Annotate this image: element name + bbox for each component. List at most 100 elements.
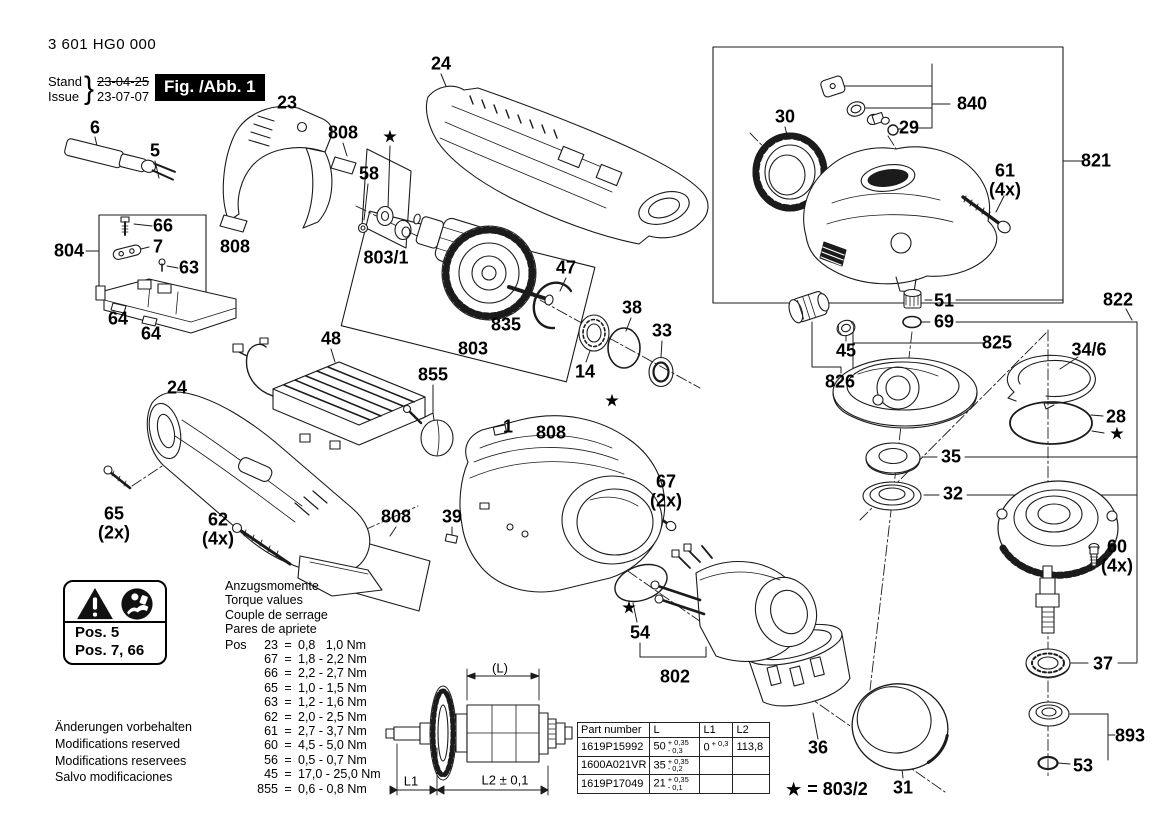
warning-positions: Pos. 5 Pos. 7, 66 bbox=[65, 621, 165, 660]
part-callout-48: 48 bbox=[320, 328, 342, 349]
ring-28 bbox=[1009, 401, 1093, 445]
part-callout-39: 39 bbox=[441, 506, 463, 527]
dim-l-cell: 50+ 0,35- 0,3 bbox=[649, 737, 701, 757]
torque-title-es: Pares de apriete bbox=[225, 622, 317, 637]
torque-title-fr: Couple de serrage bbox=[225, 607, 328, 622]
o-ring-38 bbox=[607, 327, 641, 369]
part-callout-821: 821 bbox=[1080, 150, 1112, 171]
revision-note: Modifications reservees bbox=[55, 753, 187, 768]
part-callout-808-d: 808 bbox=[380, 506, 412, 527]
model-number: 3 601 HG0 000 bbox=[48, 36, 157, 53]
part-callout-34-6: 34/6 bbox=[1071, 339, 1107, 360]
part-callout-893: 893 bbox=[1114, 725, 1146, 746]
part-callout-803: 803 bbox=[457, 338, 489, 359]
sleeve-51 bbox=[903, 288, 922, 309]
gear-30-drawing bbox=[752, 132, 828, 212]
top-housing-drawing bbox=[425, 85, 709, 245]
part-callout-808-c: 808 bbox=[535, 422, 567, 443]
part-callout-64-a: 64 bbox=[107, 308, 129, 329]
ring-33 bbox=[648, 356, 674, 388]
part-callout-835: 835 bbox=[490, 314, 522, 335]
screw-61 bbox=[961, 195, 1011, 234]
part-callout-840: 840 bbox=[956, 93, 988, 114]
armature-dimension-drawing bbox=[385, 668, 573, 796]
part-number-cell: 1619P17049 bbox=[576, 774, 651, 794]
plug-45-group bbox=[788, 291, 856, 337]
part-callout-60: 60 (4x) bbox=[1100, 536, 1134, 575]
bearing-14 bbox=[578, 314, 610, 352]
torque-title-en: Torque values bbox=[225, 593, 303, 608]
part-callout-7: 7 bbox=[152, 236, 164, 257]
torque-row-45: 45=17,0 - 25,0 Nm bbox=[264, 767, 381, 782]
torque-row-66: 66=2,2 - 2,7 Nm bbox=[264, 666, 367, 681]
part-callout-29: 29 bbox=[898, 117, 920, 138]
dimension-lines bbox=[389, 668, 549, 796]
dim-l2-cell: 113,8 bbox=[732, 737, 771, 757]
wave-washer-69 bbox=[902, 315, 922, 329]
part-callout-58: 58 bbox=[358, 163, 380, 184]
part-callout-star-a: ★ bbox=[383, 128, 397, 146]
spindle-drawing bbox=[1035, 565, 1060, 634]
part-callout-23: 23 bbox=[276, 92, 298, 113]
part-callout-dim-l: (L) bbox=[492, 660, 508, 676]
brush-tool-drawing bbox=[64, 138, 176, 181]
part-callout-28: 28 bbox=[1105, 406, 1127, 427]
part-callout-24-bottom: 24 bbox=[166, 377, 188, 398]
washer-893 bbox=[1028, 701, 1070, 727]
torque-values-block: Anzugsmomente Torque values Couple de se… bbox=[225, 579, 381, 796]
circlip-47 bbox=[532, 281, 573, 330]
part-callout-61: 61 (4x) bbox=[988, 160, 1022, 199]
part-callout-33: 33 bbox=[651, 320, 673, 341]
header-l: L bbox=[649, 722, 701, 738]
issue-label: Issue bbox=[48, 89, 80, 104]
part-callout-51: 51 bbox=[933, 290, 955, 311]
issue-date: 23-07-07 bbox=[97, 89, 150, 104]
star-legend: ★= 803/2 bbox=[786, 779, 868, 800]
brace-glyph: } bbox=[83, 71, 95, 106]
armature-835-drawing bbox=[413, 213, 554, 321]
part-callout-822: 822 bbox=[1102, 289, 1134, 310]
pad-39 bbox=[444, 533, 459, 544]
part-callout-star-d: ★ bbox=[622, 599, 636, 617]
part-callout-65: 65 (2x) bbox=[97, 503, 131, 542]
group-frame-803-1 bbox=[361, 148, 412, 249]
header-l2: L2 bbox=[732, 722, 771, 738]
part-callout-38: 38 bbox=[621, 297, 643, 318]
sticker-808-b bbox=[219, 214, 248, 233]
part-callout-6: 6 bbox=[89, 117, 101, 138]
torque-row-61: 61=2,7 - 3,7 Nm bbox=[264, 724, 367, 739]
bearing-35 bbox=[865, 442, 921, 476]
part-callout-62: 62 (4x) bbox=[201, 509, 235, 548]
electronics-module-48 bbox=[232, 337, 426, 450]
part-callout-star-b: ★ bbox=[605, 392, 619, 410]
part-callout-63: 63 bbox=[178, 257, 200, 278]
header-l1: L1 bbox=[699, 722, 734, 738]
dim-l1-cell: 0+ 0,3 bbox=[699, 737, 734, 757]
part-callout-808-b: 808 bbox=[219, 236, 251, 257]
bearing-37 bbox=[1025, 648, 1071, 679]
part-callout-1: 1 bbox=[502, 416, 514, 437]
dim-l2-cell bbox=[732, 774, 771, 794]
ring-53 bbox=[1037, 755, 1059, 771]
warning-pos-line-2: Pos. 7, 66 bbox=[75, 642, 145, 659]
motor-housing-drawing bbox=[459, 415, 666, 593]
bearing-cover-drawing bbox=[996, 480, 1119, 579]
dim-l1-cell bbox=[699, 755, 734, 776]
star-legend-text: = 803/2 bbox=[807, 779, 868, 799]
switch-assembly-drawing bbox=[95, 216, 237, 334]
part-callout-802: 802 bbox=[659, 666, 691, 687]
revision-block: Stand Issue } 23-04-25 23-07-07 bbox=[48, 71, 150, 106]
sticker-808-a bbox=[330, 156, 357, 175]
part-callout-5: 5 bbox=[149, 140, 161, 161]
dim-l-cell: 35+ 0,35- 0,2 bbox=[649, 755, 701, 776]
torque-row-65: 65=1,0 - 1,5 Nm bbox=[264, 680, 367, 695]
stator-802-drawing bbox=[650, 543, 818, 662]
stand-label: Stand bbox=[48, 74, 82, 89]
torque-row-855: 855=0,6 - 0,8 Nm bbox=[257, 781, 367, 796]
part-callout-54: 54 bbox=[629, 622, 651, 643]
warning-icons bbox=[76, 587, 154, 621]
dim-l-cell: 21+ 0,35- 0,1 bbox=[649, 774, 701, 794]
part-callout-825: 825 bbox=[981, 332, 1013, 353]
